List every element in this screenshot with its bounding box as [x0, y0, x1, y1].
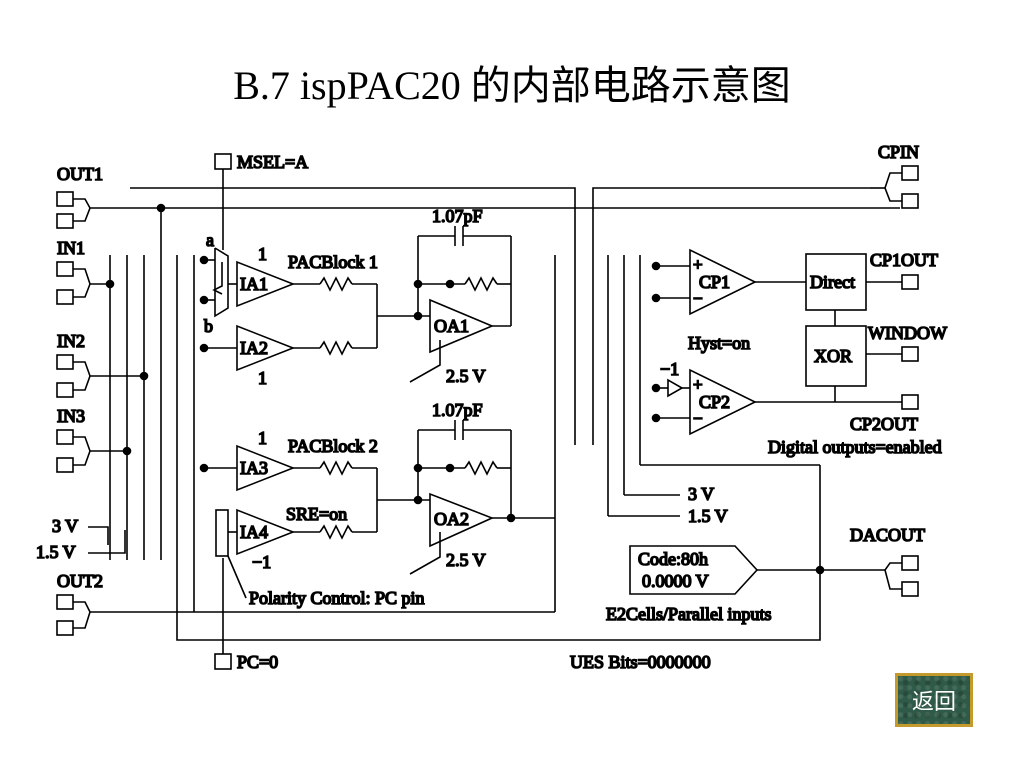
mux-a-label: a [206, 230, 214, 250]
cp2-plus: + [693, 375, 703, 394]
oa1-vref-label: 2.5 V [446, 366, 486, 386]
cp1-label: CP1 [699, 272, 730, 292]
dac-block [629, 545, 885, 595]
cp1out-label: CP1OUT [870, 250, 938, 270]
cp2-negate-label: −1 [660, 359, 679, 379]
ia1-input-mux [199, 247, 229, 318]
dac-voltage-label: 0.0000 V [642, 571, 709, 591]
out2-pin [56, 594, 91, 636]
cp2out-label: CP2OUT [850, 414, 918, 434]
left-1-5v-label: 1.5 V [36, 542, 76, 562]
dacout-label: DACOUT [850, 525, 925, 545]
window-label: WINDOW [868, 323, 947, 343]
msel-label: MSEL=A [237, 152, 308, 172]
e2cells-label: E2Cells/Parallel inputs [606, 604, 771, 624]
back-button[interactable]: 返回 [895, 673, 973, 727]
cpin-label: CPIN [878, 142, 919, 162]
cap2-label: 1.07pF [432, 400, 483, 420]
left-3v-label: 3 V [52, 516, 78, 536]
cp1out-pin [901, 274, 919, 290]
ues-bits-label: UES Bits=0000000 [570, 652, 711, 672]
dacout-pin [884, 555, 919, 597]
xor-block [805, 325, 902, 403]
oa2-vref-label: 2.5 V [446, 550, 486, 570]
in3-label: IN3 [57, 406, 85, 426]
oa1-amplifier [409, 226, 512, 383]
ia1-amplifier [228, 260, 296, 308]
ia1-gain: 1 [258, 244, 267, 264]
cp1-plus: + [693, 255, 703, 274]
ia3-label: IA3 [240, 458, 268, 478]
cp1-comparator [651, 248, 806, 316]
dac-code-label: Code:80h [638, 549, 708, 569]
pc-pin [214, 558, 232, 670]
out1-pin [56, 191, 91, 229]
input-bus-lines [90, 203, 900, 613]
ia3-amplifier [199, 444, 296, 492]
right-3v-label: 3 V [688, 484, 714, 504]
cap1-label: 1.07pF [432, 206, 483, 226]
direct-label: Direct [810, 272, 855, 292]
in2-pin [56, 354, 91, 398]
in2-label: IN2 [57, 331, 85, 351]
out1-label: OUT1 [57, 164, 103, 184]
pc-label: PC=0 [237, 652, 278, 672]
in1-pin [56, 261, 91, 305]
ia4-gain: −1 [252, 552, 271, 572]
ia2-amplifier [199, 324, 296, 372]
sre-label: SRE=on [286, 504, 347, 524]
xor-label: XOR [814, 346, 852, 366]
page-title: B.7 ispPAC20 的内部电路示意图 [233, 63, 791, 108]
ia3-gain: 1 [258, 428, 267, 448]
ia4-amplifier [215, 508, 296, 557]
cp1-minus: − [693, 289, 703, 308]
cp2-label: CP2 [699, 392, 730, 412]
polarity-control-label: Polarity Control: PC pin [249, 588, 425, 608]
left-reference-stubs [88, 526, 126, 554]
in1-label: IN1 [57, 238, 85, 258]
comparator-bus-lines [607, 255, 821, 570]
pacblock2-label: PACBlock 2 [288, 436, 378, 456]
ia4-label: IA4 [240, 522, 268, 542]
ia2-gain: 1 [258, 368, 267, 388]
ia1-label: IA1 [240, 274, 268, 294]
oa2-label: OA2 [434, 509, 469, 529]
hyst-label: Hyst=on [688, 333, 750, 353]
mux-b-label: b [204, 316, 213, 336]
digital-outputs-label: Digital outputs=enabled [768, 437, 942, 457]
ia2-label: IA2 [240, 338, 268, 358]
right-1-5v-label: 1.5 V [688, 506, 728, 526]
polarity-control-pointer [227, 555, 247, 599]
oa2-amplifier [409, 420, 555, 575]
pacblock-frame [130, 187, 870, 641]
in3-pin [56, 429, 91, 473]
window-pin [901, 346, 919, 362]
cp2-comparator [651, 368, 835, 436]
cpin-pin [870, 165, 919, 209]
direct-block [805, 253, 902, 326]
cp2out-pin [901, 394, 919, 410]
input-resistors [293, 276, 430, 540]
msel-pin [214, 153, 232, 250]
oa1-label: OA1 [434, 316, 469, 336]
out2-label: OUT2 [57, 571, 103, 591]
pacblock1-label: PACBlock 1 [288, 252, 378, 272]
cp2-minus: − [693, 409, 703, 428]
